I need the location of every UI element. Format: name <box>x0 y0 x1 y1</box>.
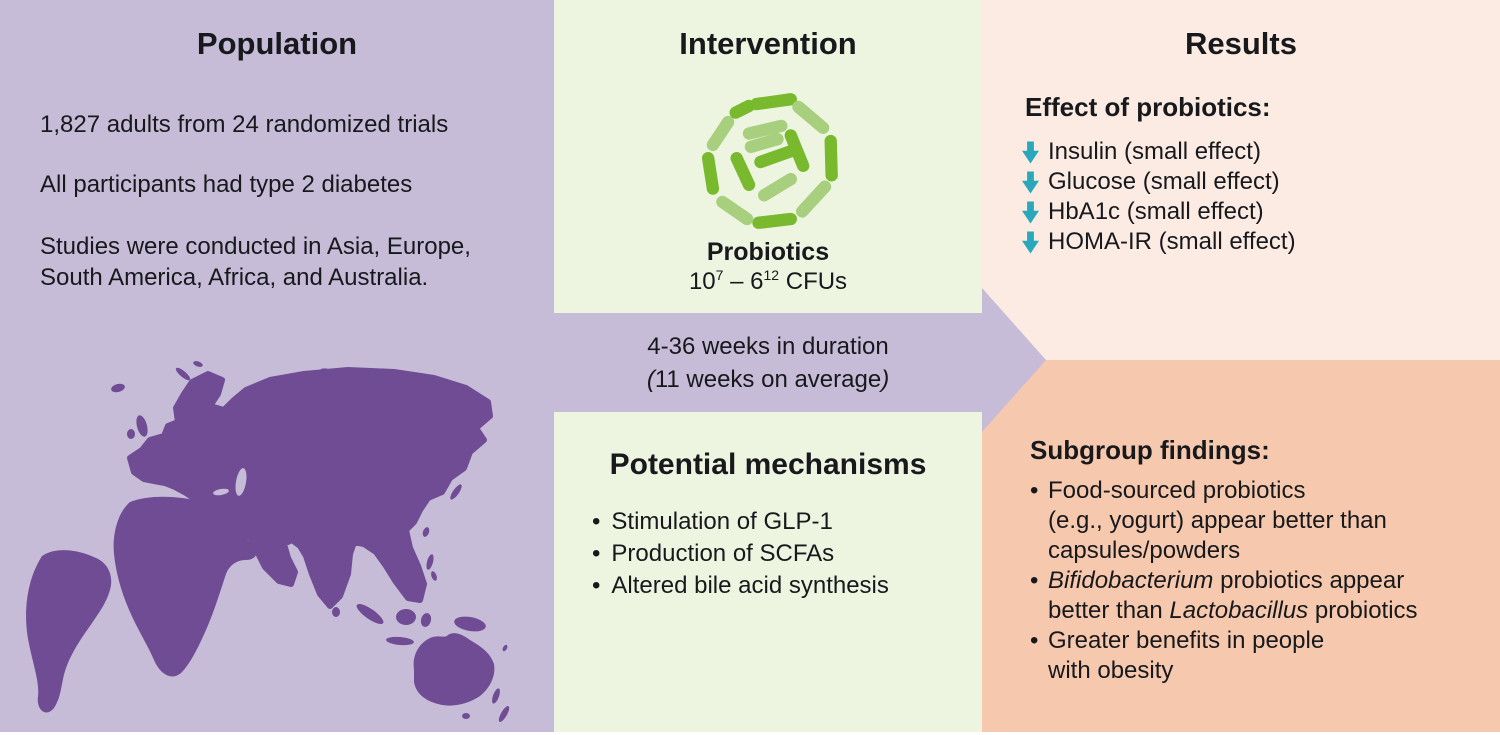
results-list: Insulin (small effect) Glucose (small ef… <box>1022 137 1296 257</box>
intervention-title: Intervention <box>679 26 857 61</box>
duration-line1: 4-36 weeks in duration <box>647 332 889 360</box>
bullet-icon: • <box>1030 477 1039 504</box>
down-arrow-icon <box>1022 170 1039 194</box>
list-item: • Stimulation of GLP-1 <box>592 506 962 538</box>
bullet-icon: • <box>592 572 601 599</box>
bullet-icon: • <box>592 540 601 567</box>
result-label: HOMA-IR (small effect) <box>1048 228 1296 255</box>
mechanisms-list: • Stimulation of GLP-1 • Production of S… <box>592 506 962 602</box>
bullet-icon: • <box>592 508 601 535</box>
probiotics-bacteria-icon <box>554 86 982 243</box>
down-arrow-icon <box>1022 200 1039 224</box>
results-title: Results <box>1185 26 1297 61</box>
population-title: Population <box>196 26 358 61</box>
duration-line2: (11 weeks on average) <box>646 365 890 393</box>
down-arrow-icon <box>1022 140 1039 164</box>
population-paragraph: Studies were conducted in Asia, Europe,S… <box>40 233 471 291</box>
population-paragraph: All participants had type 2 diabetes <box>40 171 413 198</box>
mechanisms-title: Potential mechanisms <box>609 448 927 481</box>
probiotics-dose: 107 – 612 CFUs <box>688 267 848 295</box>
list-item: • Altered bile acid synthesis <box>592 570 962 602</box>
list-item: HbA1c (small effect) <box>1022 197 1296 227</box>
probiotics-label: Probiotics <box>706 238 830 266</box>
duration-arrow-band: 4-36 weeks in duration (11 weeks on aver… <box>554 313 982 412</box>
subgroup-heading: Subgroup findings: <box>1030 435 1270 465</box>
subgroup-panel <box>982 360 1500 732</box>
result-label: HbA1c (small effect) <box>1048 198 1264 225</box>
mechanism-label: Stimulation of GLP-1 <box>611 508 833 535</box>
subgroup-finding: Food-sourced probiotics(e.g., yogurt) ap… <box>1048 477 1387 564</box>
world-map-icon <box>18 352 543 730</box>
list-item: Insulin (small effect) <box>1022 137 1296 167</box>
result-label: Insulin (small effect) <box>1048 138 1261 165</box>
subgroup-list: • Food-sourced probiotics(e.g., yogurt) … <box>1030 476 1482 686</box>
bullet-icon: • <box>1030 627 1039 654</box>
population-paragraph: 1,827 adults from 24 randomized trials <box>40 111 449 138</box>
list-item: Glucose (small effect) <box>1022 167 1296 197</box>
bullet-icon: • <box>1030 567 1039 594</box>
right-arrow-head-icon <box>982 288 1046 432</box>
result-label: Glucose (small effect) <box>1048 168 1280 195</box>
mechanism-label: Altered bile acid synthesis <box>611 572 889 599</box>
results-panel <box>982 0 1500 360</box>
list-item: HOMA-IR (small effect) <box>1022 227 1296 257</box>
results-heading: Effect of probiotics: <box>1025 92 1271 122</box>
list-item: • Production of SCFAs <box>592 538 962 570</box>
mechanism-label: Production of SCFAs <box>611 540 835 567</box>
list-item: • Food-sourced probiotics(e.g., yogurt) … <box>1030 476 1482 566</box>
down-arrow-icon <box>1022 230 1039 254</box>
